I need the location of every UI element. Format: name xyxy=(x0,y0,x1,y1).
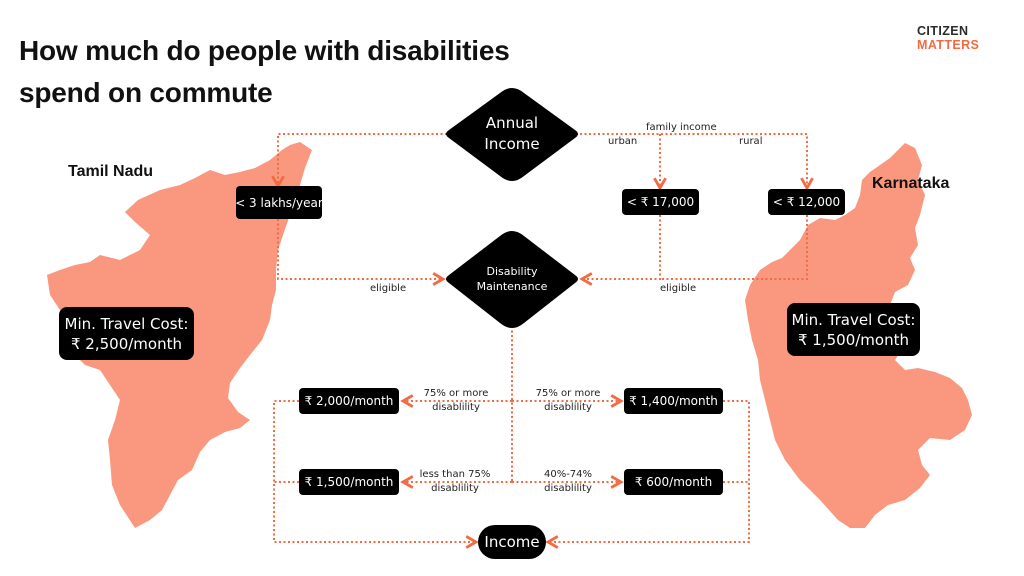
karnataka-label: Karnataka xyxy=(872,175,950,192)
tamil-nadu-label: Tamil Nadu xyxy=(68,163,154,180)
annual-income-line-2: Income xyxy=(484,135,540,153)
tn-low-criteria: less than 75% disablility xyxy=(419,469,491,494)
disability-line-2: Maintenance xyxy=(476,280,548,293)
connectors xyxy=(274,133,807,542)
tn-high-criteria: 75% or more disablility xyxy=(423,388,489,413)
tn-min-travel-cost-box: Min. Travel Cost: ₹ 2,500/month xyxy=(59,307,194,360)
disability-maintenance-node: Disability Maintenance xyxy=(457,262,567,296)
annual-income-diamond xyxy=(446,88,578,181)
ka-high-criteria: 75% or more disablility xyxy=(535,388,601,413)
eligible-left-label: eligible xyxy=(370,283,407,294)
title-line-1: How much do people with disabilities xyxy=(19,35,510,66)
income-node: Income xyxy=(478,525,546,559)
urban-label: urban xyxy=(608,136,638,147)
logo-line-2: MATTERS xyxy=(917,38,980,52)
family-income-label: family income xyxy=(646,122,717,133)
ka-low-criteria: 40%-74% disablility xyxy=(543,469,593,494)
tn-min-travel-cost-label: Min. Travel Cost: xyxy=(64,314,189,333)
title-line-2: spend on commute xyxy=(19,77,273,108)
tn-low-benefit-box: ₹ 1,500/month xyxy=(299,469,399,495)
rural-label: rural xyxy=(739,136,763,147)
eligible-right-label: eligible xyxy=(660,283,697,294)
tn-income-threshold-box: < 3 lakhs/year xyxy=(235,186,323,219)
ka-min-travel-cost-box: Min. Travel Cost: ₹ 1,500/month xyxy=(787,303,920,356)
logo-line-1: CITIZEN xyxy=(917,24,969,38)
ka-min-travel-cost-value: ₹ 1,500/month xyxy=(798,330,909,349)
ka-high-benefit-box: ₹ 1,400/month xyxy=(624,388,723,414)
ka-low-benefit-box: ₹ 600/month xyxy=(624,469,723,495)
ka-rural-threshold-box: < ₹ 12,000 xyxy=(768,189,845,215)
tn-min-travel-cost-value: ₹ 2,500/month xyxy=(71,334,182,353)
disability-maintenance-diamond xyxy=(446,231,578,328)
ka-urban-threshold-box: < ₹ 17,000 xyxy=(622,189,699,215)
disability-line-1: Disability xyxy=(486,265,538,278)
citizen-matters-logo: CITIZEN MATTERS xyxy=(917,24,979,52)
annual-income-line-1: Annual xyxy=(485,114,539,132)
annual-income-node: Annual Income xyxy=(462,110,562,158)
ka-min-travel-cost-label: Min. Travel Cost: xyxy=(791,310,916,329)
page-title: How much do people with disabilities spe… xyxy=(19,30,510,114)
tn-high-benefit-box: ₹ 2,000/month xyxy=(299,388,399,414)
